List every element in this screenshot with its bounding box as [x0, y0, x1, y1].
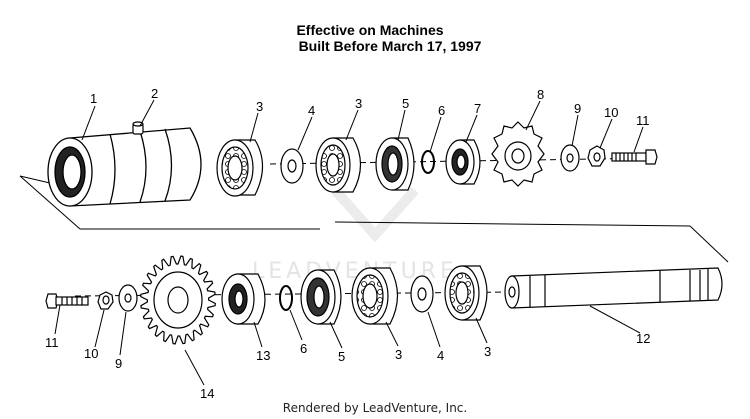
callout-part-5: 5	[402, 96, 409, 111]
part-13-spacer	[221, 273, 266, 325]
part-5-seal-bottom	[300, 269, 342, 325]
part-11-bolt-bottom	[45, 293, 89, 309]
part-1-housing	[47, 127, 202, 207]
callout-part-3: 3	[395, 347, 402, 362]
diagram-title: Effective on Machines Built Before March…	[0, 22, 750, 54]
part-6-o-ring-bottom	[279, 285, 293, 311]
callout-part-5: 5	[338, 349, 345, 364]
leader-lines	[54, 99, 644, 386]
callout-part-14: 14	[200, 386, 214, 401]
callout-part-7: 7	[474, 101, 481, 116]
part-3-bearing-top-b	[315, 137, 362, 193]
callout-part-4: 4	[308, 103, 315, 118]
callout-part-9: 9	[115, 356, 122, 371]
callout-part-3: 3	[484, 344, 491, 359]
callout-part-6: 6	[438, 103, 445, 118]
callout-part-10: 10	[84, 346, 98, 361]
part-5-seal-top	[375, 137, 415, 191]
part-11-bolt-top	[611, 149, 658, 165]
callout-part-9: 9	[574, 101, 581, 116]
part-9-washer-top	[560, 144, 580, 172]
part-6-o-ring-top	[421, 150, 435, 174]
callout-part-3: 3	[355, 96, 362, 111]
part-10-lock-washer-bottom	[97, 291, 114, 310]
part-2-set-screw	[132, 121, 144, 135]
part-9-washer-bottom	[118, 284, 138, 312]
callout-part-8: 8	[537, 87, 544, 102]
part-10-lock-washer-top	[587, 145, 606, 167]
callout-part-11: 11	[636, 113, 650, 128]
watermark-logo	[331, 186, 419, 243]
part-14-large-sprocket	[140, 255, 216, 345]
callout-part-1: 1	[90, 91, 97, 106]
title-line-2: Built Before March 17, 1997	[298, 38, 482, 54]
part-12-shaft	[504, 267, 723, 309]
part-3-bearing-bottom-a	[351, 267, 399, 325]
callout-part-4: 4	[437, 348, 444, 363]
callouts-bottom: 11 10 9 14 13 6 5 3 4 3 12	[45, 331, 650, 401]
callout-part-3: 3	[256, 99, 263, 114]
callouts-top: 1 2 3 4 3 5 6 7 8 9 10 11	[90, 86, 650, 128]
part-8-small-sprocket	[491, 121, 545, 187]
part-3-bearing-bottom-b	[444, 265, 488, 321]
callout-part-11: 11	[45, 335, 59, 350]
callout-part-13: 13	[256, 348, 270, 363]
part-4-washer-bottom	[410, 275, 434, 313]
callout-part-10: 10	[604, 105, 618, 120]
callout-part-12: 12	[636, 331, 650, 346]
title-line-1: Effective on Machines	[296, 22, 444, 38]
part-3-bearing-top-a	[216, 139, 264, 197]
callout-part-2: 2	[151, 86, 158, 101]
part-7-spacer	[445, 139, 481, 185]
callout-part-6: 6	[300, 341, 307, 356]
part-4-washer-top	[280, 148, 304, 184]
footer-credit: Rendered by LeadVenture, Inc.	[282, 401, 468, 415]
